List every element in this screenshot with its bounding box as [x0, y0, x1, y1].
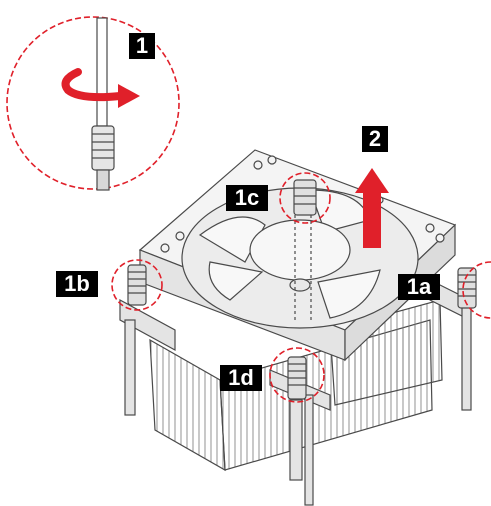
detail-inset: [6, 16, 180, 191]
clockwise-rotation-arrow-icon: [61, 68, 140, 108]
screwdriver: [96, 17, 108, 127]
up-arrow-icon: [355, 168, 389, 248]
screw-1b-body: [127, 264, 147, 306]
screw-1a-label: 1a: [398, 274, 440, 300]
callout-1b: [111, 259, 163, 311]
callout-1a: [462, 261, 491, 319]
step-2-label: 2: [362, 126, 388, 152]
fan-rotor: [181, 187, 419, 329]
step-1-label: 1: [129, 33, 155, 59]
callout-1d: [269, 347, 325, 403]
screw-1d-body: [287, 356, 307, 400]
screw-1c-body: [293, 179, 317, 216]
screw-1b-label: 1b: [56, 271, 98, 297]
screw-callouts: [111, 172, 491, 403]
callout-1c: [279, 172, 331, 224]
screw-detail: [91, 125, 115, 191]
screw-1c-label: 1c: [226, 185, 268, 211]
screw-1a-body: [457, 267, 477, 309]
screw-1d-label: 1d: [220, 365, 262, 391]
heatsink-assembly: [119, 149, 477, 506]
